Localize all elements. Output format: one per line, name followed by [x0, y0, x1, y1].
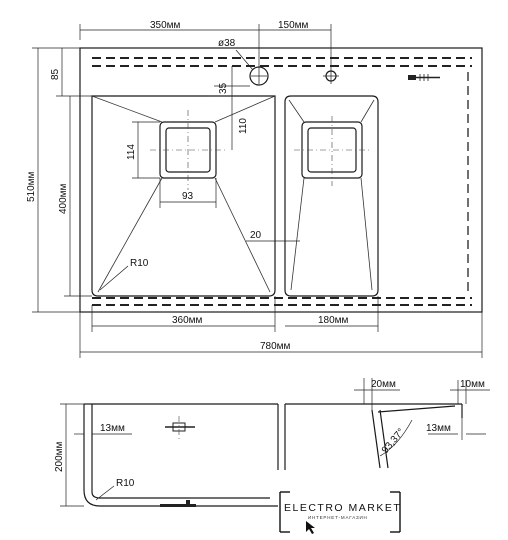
right-bowl: [284, 95, 379, 297]
dim-width-left: 350мм: [150, 20, 181, 31]
left-bowl: [91, 95, 276, 297]
right-slope-b: [360, 99, 375, 123]
left-slope-a: [91, 95, 163, 123]
left-slope-b: [214, 95, 276, 123]
dim-side-radius: R10: [116, 478, 135, 489]
dim-tap-offset: 150мм: [278, 20, 309, 31]
dim-drain-height: 114: [126, 144, 137, 160]
dim-corner-radius: R10: [130, 258, 149, 269]
right-slope-a: [288, 99, 305, 123]
dim-drain-width: 93: [182, 191, 194, 202]
brand-logo: ELECTRO MARKET ИНТЕРНЕТ-МАГАЗИН: [278, 488, 402, 534]
dim-bowl-height: 400мм: [58, 183, 69, 214]
dim-top-margin: 85: [50, 68, 61, 80]
dim-total-height: 510мм: [26, 171, 37, 202]
right-slope-d: [360, 177, 373, 291]
side-view: [83, 403, 463, 507]
dim-side-right-edge: 10мм: [460, 379, 485, 390]
dim-drain-offset: 110: [238, 118, 249, 134]
dim-side-right-top: 20мм: [371, 379, 396, 390]
overflow-handle-icon: [408, 74, 440, 81]
dim-side-wall: 13мм: [100, 423, 125, 434]
dim-tap-hole-height: 35: [218, 82, 229, 94]
left-slope-c: [97, 177, 163, 293]
brand-name: ELECTRO MARKET: [284, 502, 401, 514]
dim-tap-hole-diameter: ø38: [218, 38, 236, 49]
left-slope-d: [214, 177, 271, 293]
sink-outline: [79, 47, 483, 313]
cursor-icon: [306, 521, 315, 534]
dim-right-bowl-width: 180мм: [318, 315, 349, 326]
brand-tagline: ИНТЕРНЕТ-МАГАЗИН: [308, 515, 368, 520]
dim-side-height: 200мм: [54, 441, 65, 472]
dim-left-bowl-width: 360мм: [172, 315, 203, 326]
right-slope-c: [290, 177, 305, 291]
dim-total-width: 780мм: [260, 341, 291, 352]
dim-side-right-wall: 13мм: [426, 423, 451, 434]
dim-divider: 20: [250, 230, 262, 241]
